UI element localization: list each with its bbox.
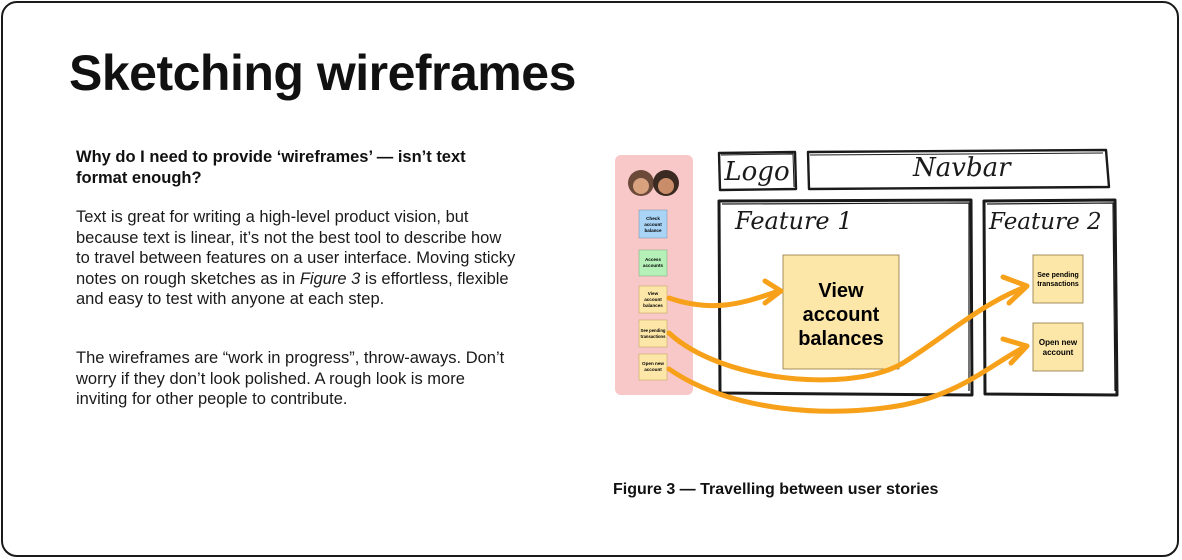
sidebar-note-2-line1: Access: [645, 257, 662, 262]
sidebar-note-3-line2: account: [644, 297, 662, 302]
sidebar-note-3: View account balances: [638, 285, 668, 314]
paragraph-work-in-progress: The wireframes are “work in progress”, t…: [76, 349, 505, 408]
arrowhead-open-account: [1000, 336, 1030, 366]
sidebar-note-5-line2: account: [644, 367, 662, 372]
sidebar-note-4: See pending transactions: [638, 319, 668, 348]
arrowhead-view-balances: [762, 278, 784, 306]
arrowhead-pending: [1000, 274, 1030, 306]
feature-1-label: Feature 1: [734, 207, 853, 235]
sidebar-note-2: Access accounts: [638, 249, 668, 277]
sidebar-note-1: Check account balance: [638, 209, 668, 239]
big-note-line2: account: [803, 304, 880, 326]
open-note-line1: Open new: [1039, 338, 1078, 347]
navbar-label: Navbar: [912, 153, 1012, 183]
paragraph-text-end: is effortless, flexible and easy to test…: [76, 269, 509, 309]
figure-reference: Figure 3: [299, 269, 361, 288]
pending-note-line2: transactions: [1037, 281, 1079, 288]
paragraph-text-start: Text is great for writing a high-level p…: [76, 208, 516, 288]
pending-note-line1: See pending: [1037, 272, 1079, 279]
travel-arrows: [666, 274, 1030, 414]
page-title: Sketching wireframes: [69, 45, 576, 101]
sidebar-note-5-line1: Open new: [642, 361, 664, 366]
arrow-to-pending: [666, 285, 1026, 383]
open-note-line2: account: [1043, 348, 1074, 357]
figure-caption: Figure 3 — Travelling between user stori…: [613, 481, 939, 498]
sidebar-note-2-line2: accounts: [643, 263, 664, 268]
sidebar-note-1-line2: account: [644, 222, 662, 227]
logo-label: Logo: [723, 157, 789, 187]
view-balances-note: View account balances: [782, 254, 900, 370]
question-heading: Why do I need to provide ‘wireframes’ — …: [76, 148, 466, 187]
arrow-to-view-balances: [666, 288, 781, 309]
wireframe-figure: Check account balance Access accounts Vi…: [615, 148, 1119, 414]
sidebar-note-4-line2: transactions: [641, 334, 667, 339]
sidebar-note-3-line3: balances: [643, 303, 663, 308]
open-account-note: Open new account: [1032, 322, 1084, 372]
pending-transactions-note: See pending transactions: [1032, 254, 1084, 304]
feature-2-box: Feature 2: [982, 198, 1119, 397]
paragraph-wireframes-purpose: Text is great for writing a high-level p…: [76, 207, 516, 310]
sidebar-note-5: Open new account: [638, 353, 668, 381]
team-avatars: [628, 170, 679, 196]
feature-1-box: Feature 1: [717, 198, 974, 397]
sidebar-note-1-line3: balance: [644, 228, 662, 233]
feature-2-label: Feature 2: [988, 209, 1102, 235]
sidebar-note-1-line1: Check: [646, 216, 660, 221]
big-note-line3: balances: [798, 328, 884, 350]
big-note-line1: View: [818, 280, 864, 302]
arrow-to-open-account: [666, 345, 1026, 414]
sidebar-note-3-line1: View: [648, 291, 659, 296]
sidebar-note-4-line1: See pending: [641, 328, 666, 333]
navbar-box: Navbar: [806, 148, 1111, 191]
logo-box: Logo: [717, 150, 798, 192]
